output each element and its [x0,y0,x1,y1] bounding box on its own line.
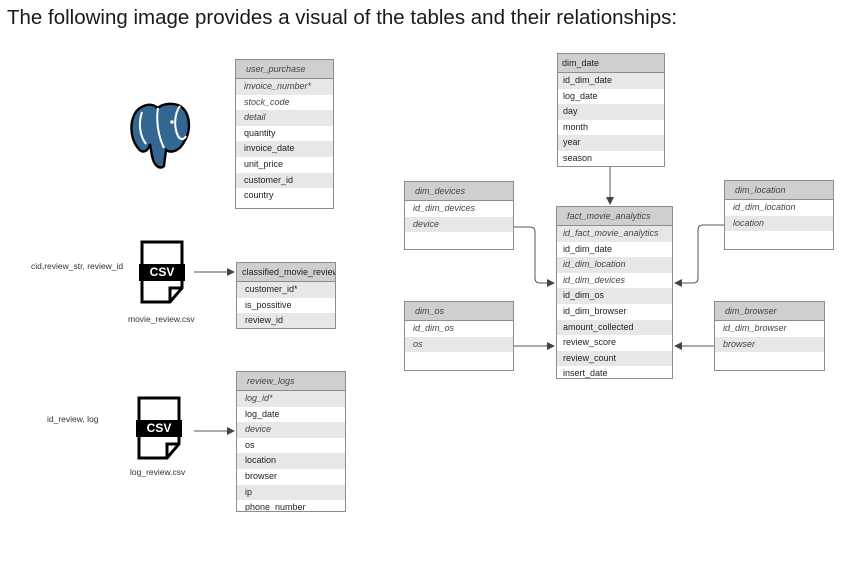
table-title: dim_date [558,54,664,73]
arrow-dim-location-to-fact [674,224,724,287]
field: log_date [245,408,280,419]
field: id_dim_browser [563,305,627,316]
field: insert_date [563,368,608,379]
field: os [405,336,513,353]
field: browser [715,336,824,353]
table-review-logs: review_logs log_id* log_date device os l… [236,371,346,512]
field: ip [237,484,345,501]
table-title: dim_os [405,302,513,321]
csv-file-icon: CSV [136,396,182,465]
field: detail [236,110,333,126]
table-dim-devices: dim_devices id_dim_devices device [404,181,514,250]
field: customer_id [236,172,333,189]
field: id_dim_devices [563,274,626,285]
table-classified-movie-review: classified_movie_review customer_id* is_… [236,262,336,329]
field: id_dim_os [405,321,513,337]
field: browser [245,470,278,481]
page-heading: The following image provides a visual of… [7,6,678,29]
table-dim-date: dim_date id_dim_date log_date day month … [557,53,665,167]
field: day [558,104,664,120]
table-title: review_logs [237,372,345,391]
field: country [244,190,274,201]
field: review_count [557,350,672,367]
field: season [563,152,593,163]
field: os [245,439,255,450]
field: location [725,215,833,232]
field: id_dim_date [563,243,613,254]
table-title: dim_devices [405,182,513,201]
field: id_dim_devices [405,201,513,217]
field: unit_price [244,158,284,169]
table-fact-movie-analytics: fact_movie_analytics id_fact_movie_analy… [556,206,673,379]
table-dim-os: dim_os id_dim_os os [404,301,514,371]
field: quantity [244,127,276,138]
table-dim-browser: dim_browser id_dim_browser browser [714,301,825,371]
field: review_id [237,313,335,328]
field: invoice_date [236,141,333,157]
field: log_date [563,90,598,101]
field: log_id* [237,391,345,407]
movie-review-file-label: movie_review.csv [128,314,195,324]
csv-badge-text: CSV [149,265,175,279]
field: device [405,216,513,233]
arrow-dim-devices-to-fact [513,226,555,287]
table-title: fact_movie_analytics [557,207,672,226]
field: invoice_number* [236,79,333,95]
field: is_possitive [245,299,292,310]
table-user-purchase: user_purchase invoice_number* stock_code… [235,59,334,209]
log-review-file-label: log_review.csv [130,467,186,477]
field: review_score [563,337,617,348]
table-title: dim_location [725,181,833,200]
field: month [563,121,589,132]
field: customer_id* [237,282,335,298]
field: stock_code [244,96,290,107]
field: phone_number [245,502,306,512]
table-title: classified_movie_review [237,263,335,282]
field: id_fact_movie_analytics [557,226,672,242]
table-title: dim_browser [715,302,824,321]
csv-badge-text: CSV [146,421,172,435]
field: device [237,422,345,438]
csv-file-icon: CSV [139,240,185,309]
field: id_dim_location [557,257,672,273]
table-dim-location: dim_location id_dim_location location [724,180,834,250]
field: location [237,453,345,469]
movie-review-columns-label: cid,review_str, review_id [31,261,124,271]
field: id_dim_location [725,200,833,216]
postgres-elephant-icon [130,102,191,169]
field: id_dim_browser [715,321,824,337]
log-review-columns-label: id_review, log [47,414,99,424]
field: id_dim_os [557,288,672,304]
field: amount_collected [557,319,672,336]
field: year [558,135,664,151]
field: id_dim_date [558,73,664,89]
table-title: user_purchase [236,60,333,79]
